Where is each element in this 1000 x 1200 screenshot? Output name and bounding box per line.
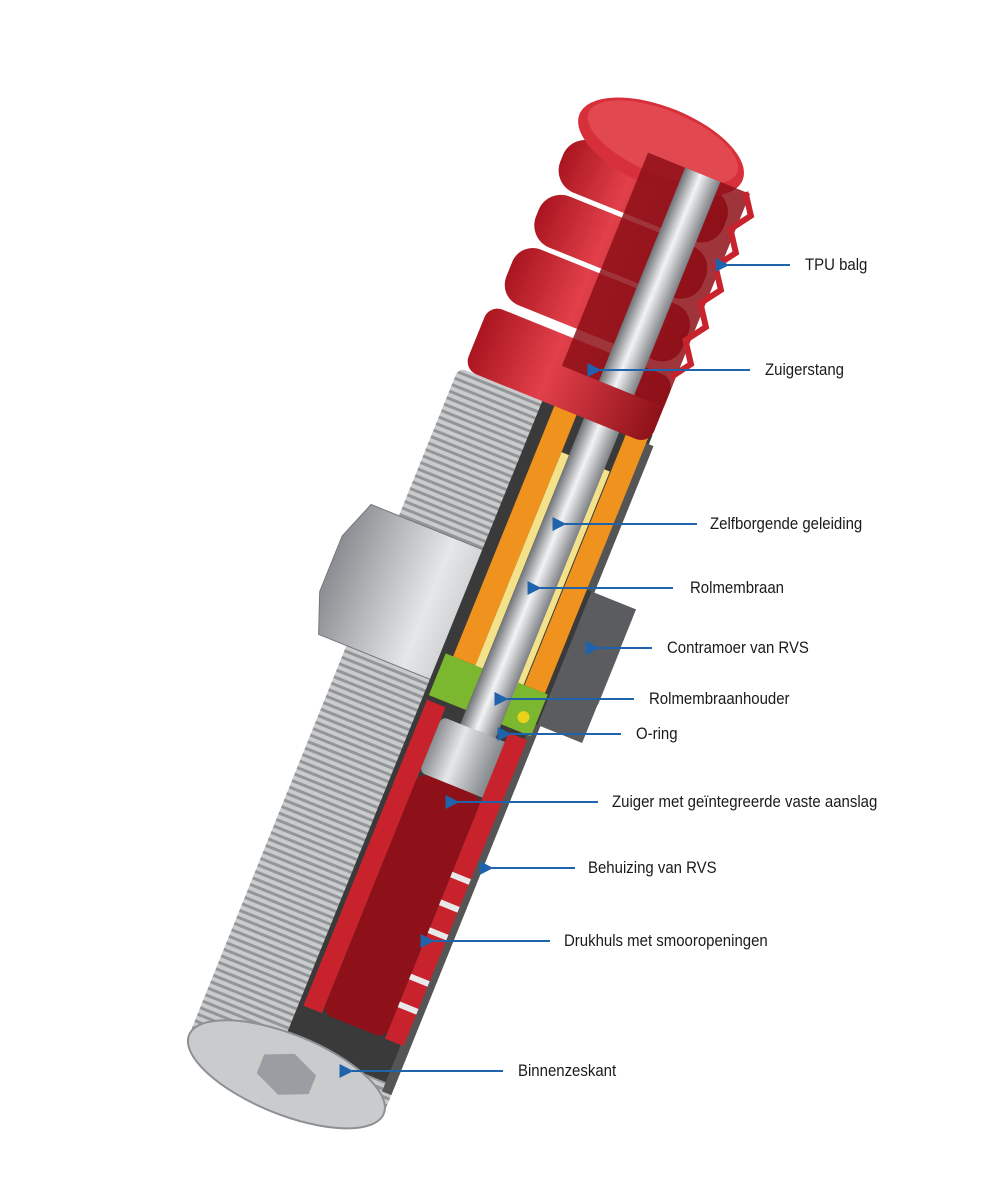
label-tpu-balg: TPU balg [805, 255, 868, 274]
rolling-membrane [467, 452, 569, 687]
self-locking-guide [453, 378, 588, 666]
tpu-bellow [467, 97, 755, 440]
membrane-holder [428, 653, 483, 711]
hex-socket [256, 1053, 317, 1095]
pressure-chamber [324, 775, 480, 1036]
label-behuizing: Behuizing van RVS [588, 858, 717, 877]
label-o-ring: O-ring [636, 724, 678, 743]
label-rolmembraanhouder: Rolmembraanhouder [649, 689, 790, 708]
label-zuiger: Zuiger met geïntegreerde vaste aanslag [612, 792, 878, 811]
o-ring [517, 711, 530, 724]
pressure-sleeve [303, 699, 446, 1014]
piston [421, 718, 513, 800]
label-zuigerstang: Zuigerstang [765, 360, 845, 379]
shock-absorber-illustration [186, 97, 755, 1130]
label-rolmembraan: Rolmembraan [690, 578, 784, 597]
label-contramoer: Contramoer van RVS [667, 638, 809, 657]
label-binnenzeskant: Binnenzeskant [518, 1061, 617, 1080]
throttle-openings [397, 871, 471, 1015]
label-drukhuls: Drukhuls met smooropeningen [564, 931, 768, 950]
label-zelfborgende-geleiding: Zelfborgende geleiding [710, 514, 863, 533]
callout-lines [339, 258, 790, 1078]
